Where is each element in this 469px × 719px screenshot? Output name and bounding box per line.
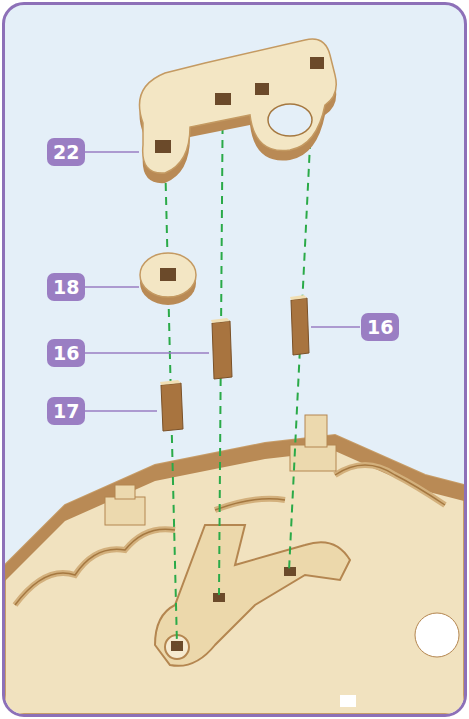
callout-number: 17 — [47, 397, 85, 425]
callout-number: 22 — [47, 138, 85, 166]
callout-number: 18 — [47, 273, 85, 301]
callout-number: 16 — [47, 339, 85, 367]
callout-number: 16 — [361, 313, 399, 341]
